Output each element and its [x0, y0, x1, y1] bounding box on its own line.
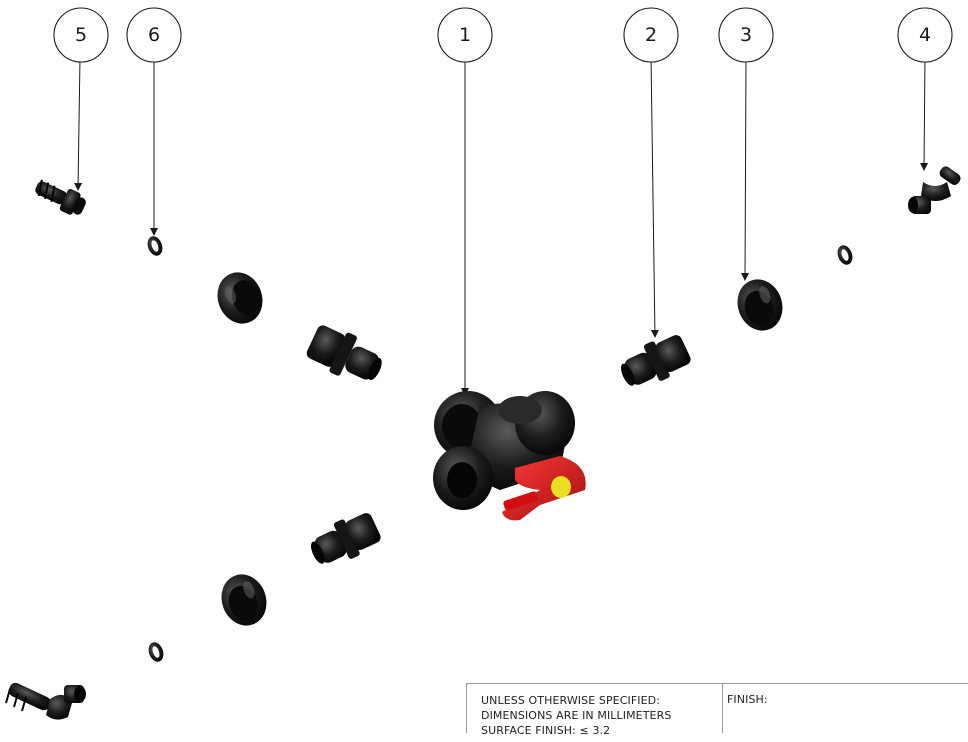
- balloon-2-label: 2: [645, 24, 657, 46]
- notes-line-1: UNLESS OTHERWISE SPECIFIED:: [481, 694, 661, 707]
- balloon-4-label: 4: [919, 24, 931, 46]
- elbow-hose-barb-part-4: [908, 166, 961, 214]
- balloon-3-label: 3: [740, 24, 752, 46]
- balloon-3: 3: [718, 7, 774, 63]
- handle-knob: [551, 476, 571, 498]
- leader-line-2: [650, 56, 659, 338]
- hose-barb-fitting-part-5: [35, 179, 86, 215]
- valve-handle: [502, 456, 586, 521]
- notes-line-3: SURFACE FINISH: ≤ 3.2: [481, 724, 611, 737]
- leader-line-3: [741, 56, 750, 281]
- washer-lower-left: [148, 642, 164, 662]
- washer-right: [837, 245, 853, 265]
- title-block-finish: FINISH:: [723, 684, 968, 742]
- union-end-part-2: [621, 335, 691, 386]
- balloon-2: 2: [623, 7, 679, 63]
- title-block-notes: UNLESS OTHERWISE SPECIFIED: DIMENSIONS A…: [467, 684, 723, 737]
- union-end-lower-left: [311, 513, 381, 564]
- washer-part-6-upper: [147, 236, 163, 256]
- union-nut-upper-left: [217, 272, 263, 324]
- union-nut-part-3: [737, 279, 783, 331]
- finish-label: FINISH:: [727, 693, 768, 706]
- balloon-6: 6: [126, 7, 182, 63]
- notes-line-2: DIMENSIONS ARE IN MILLIMETERS: [481, 709, 672, 722]
- balloon-5-label: 5: [75, 24, 87, 46]
- leader-line-4: [920, 56, 929, 171]
- balloon-1-label: 1: [459, 24, 471, 46]
- elbow-hose-barb-lower-left: [5, 682, 86, 720]
- title-block: UNLESS OTHERWISE SPECIFIED: DIMENSIONS A…: [466, 683, 968, 737]
- balloon-5: 5: [53, 7, 109, 63]
- balloon-1: 1: [437, 7, 493, 63]
- union-nut-lower-left: [221, 574, 267, 626]
- balloon-4: 4: [897, 7, 953, 63]
- leader-line-5: [74, 56, 83, 191]
- balloon-6-label: 6: [148, 24, 160, 46]
- union-end-upper-left: [306, 325, 382, 381]
